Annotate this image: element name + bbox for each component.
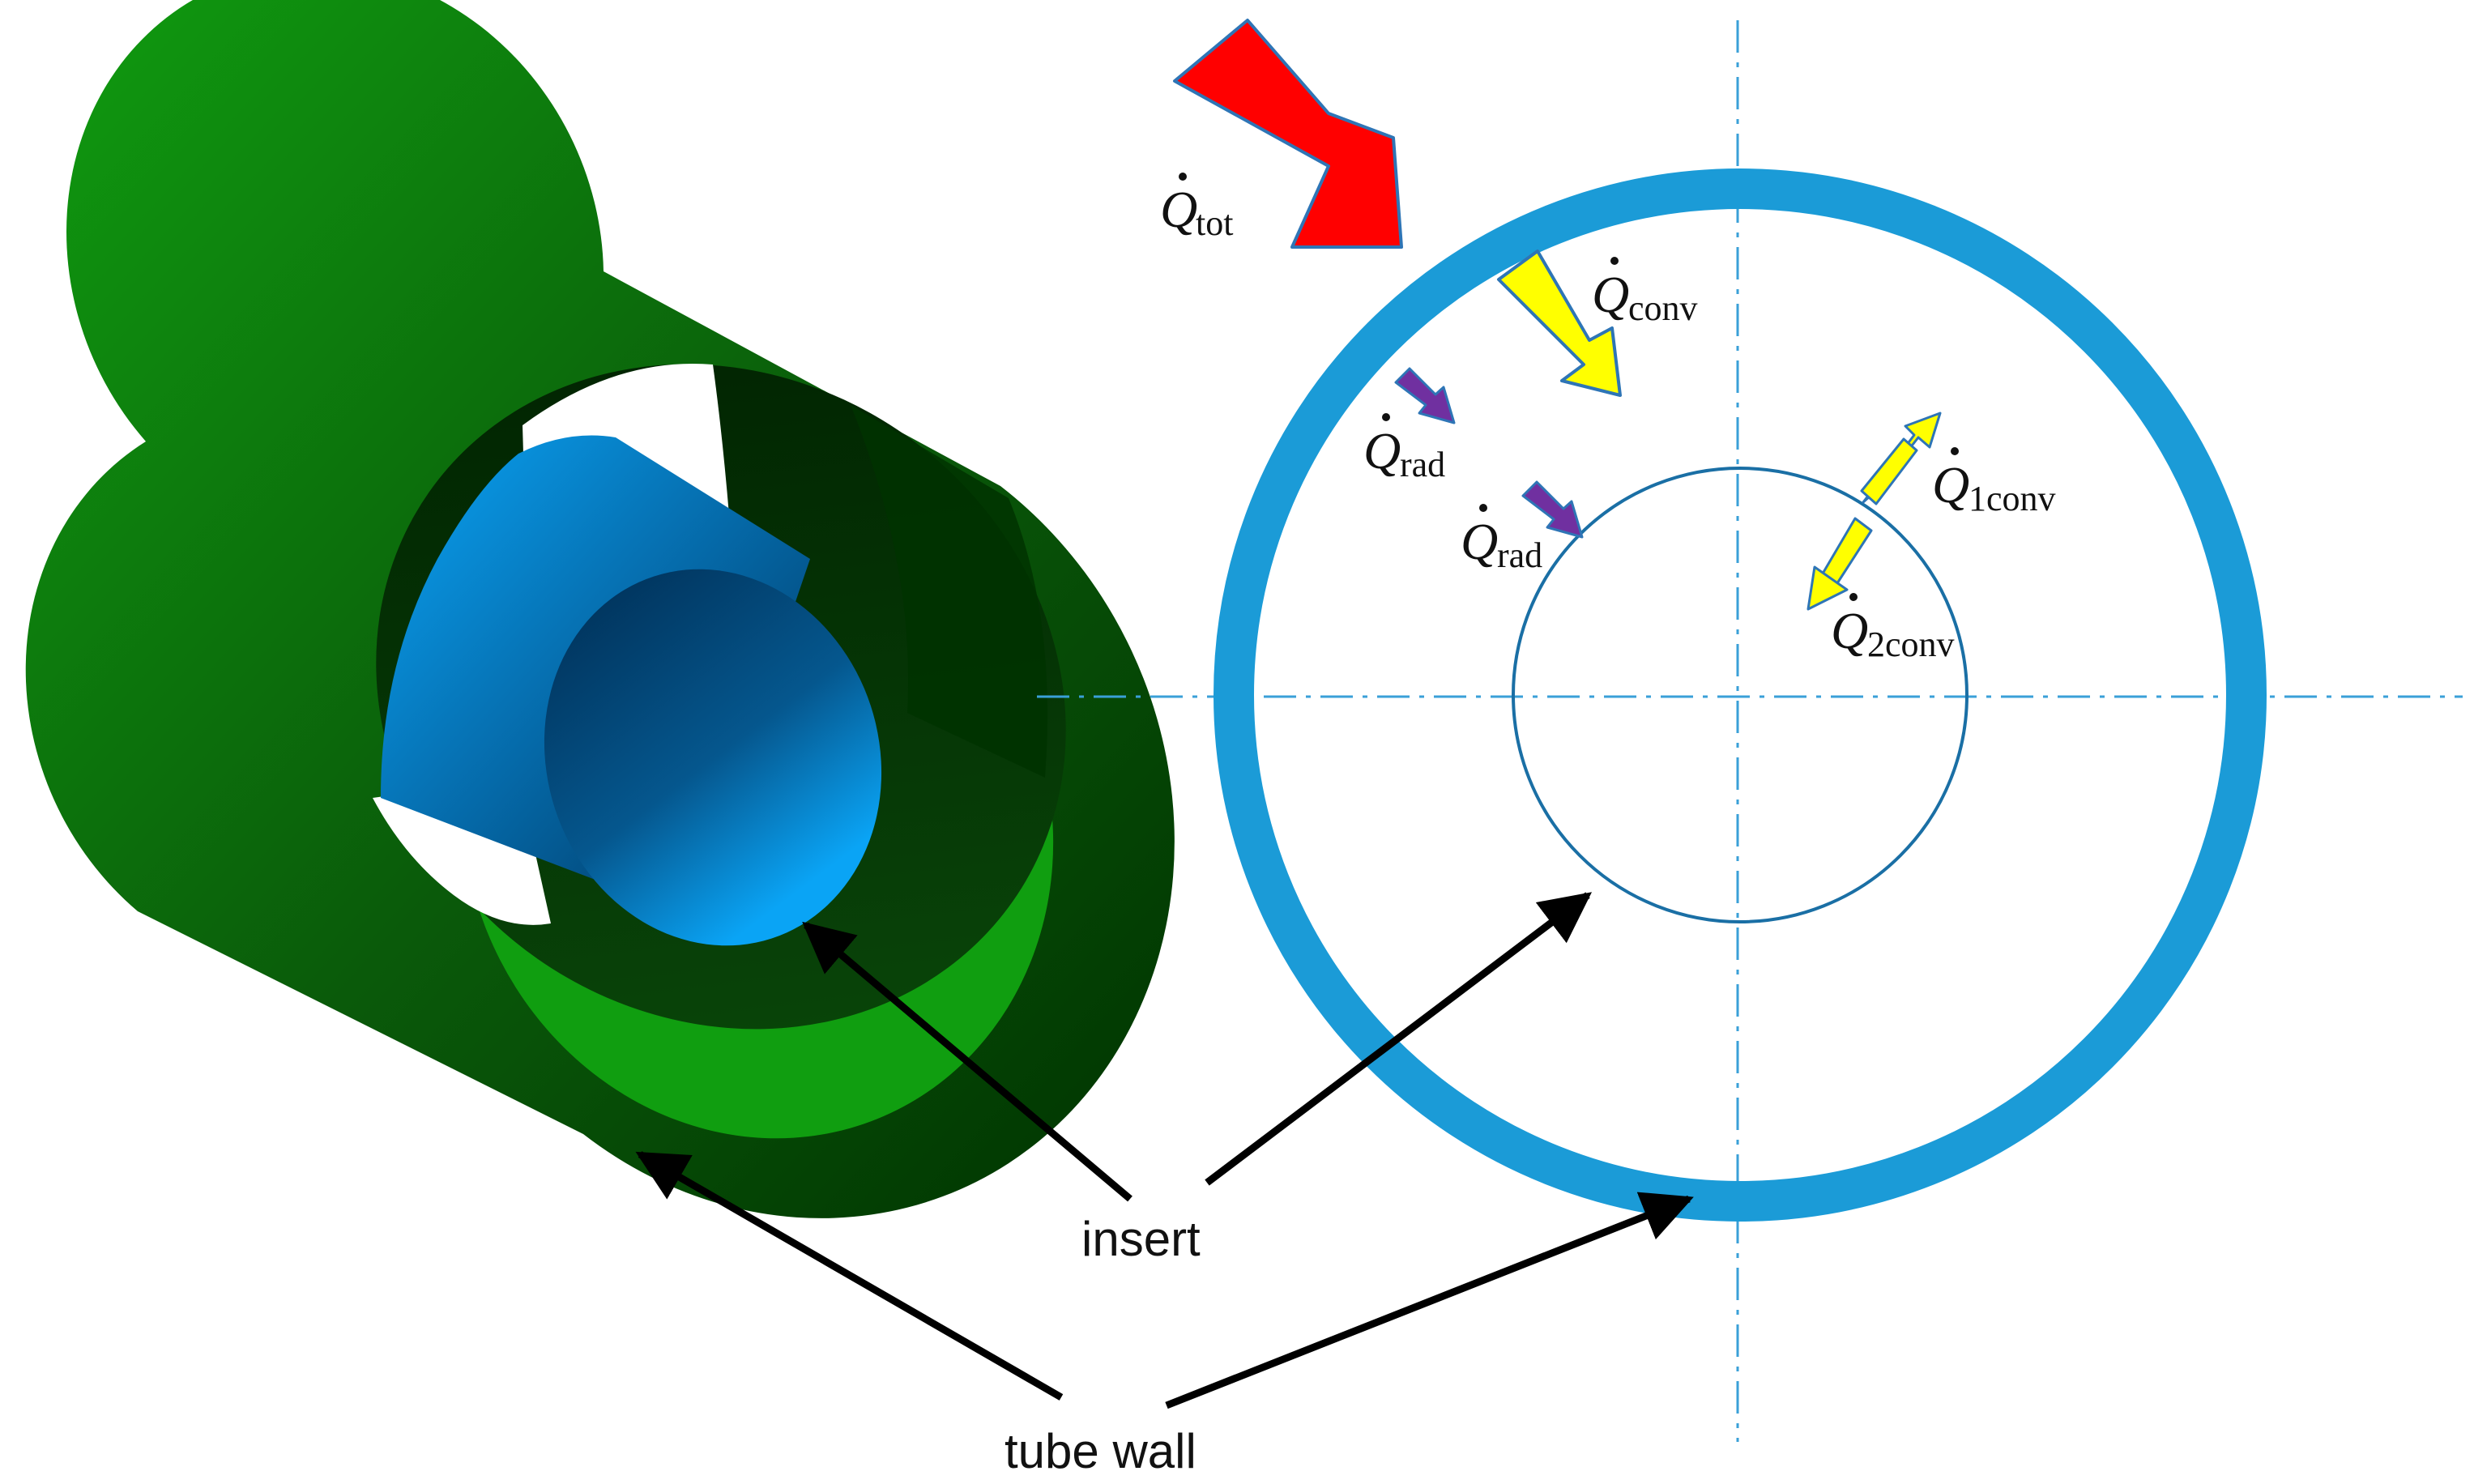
convection-heat-arrow xyxy=(1497,249,1622,397)
q-tot-dot xyxy=(1179,173,1187,181)
tube-3d-illustration xyxy=(25,0,1175,1218)
insert-label: insert xyxy=(1081,1212,1201,1266)
q-rad-wall-subscript: rad xyxy=(1400,445,1445,484)
label-q-1conv: Q 1conv xyxy=(1932,447,2056,518)
label-q-rad-insert: Q rad xyxy=(1461,504,1542,575)
insert-end-face xyxy=(544,569,882,946)
q-1conv-dot xyxy=(1951,447,1959,455)
convection-1-arrow-body xyxy=(1860,437,1918,505)
tube-wall-leader-right xyxy=(1165,1192,1694,1409)
tube-wall-ring xyxy=(1214,168,2267,1222)
q-tot-subscript: tot xyxy=(1196,203,1233,243)
insert-circle xyxy=(1512,467,1969,923)
total-heat-arrow xyxy=(1173,19,1403,249)
q-rad-wall-symbol: Q xyxy=(1363,422,1401,480)
q-rad-wall-dot xyxy=(1382,413,1390,421)
insert-leader-right xyxy=(1205,892,1593,1186)
leader-arrows xyxy=(635,892,1694,1409)
q-rad-insert-dot xyxy=(1479,504,1487,512)
q-rad-insert-symbol: Q xyxy=(1461,513,1498,570)
label-q-rad-wall: Q rad xyxy=(1363,413,1445,484)
q-1conv-subscript: 1conv xyxy=(1969,479,2056,518)
tube-wall-label: tube wall xyxy=(1005,1424,1196,1478)
tube-wall-leader-left xyxy=(635,1151,1064,1401)
convection-2-arrow-head xyxy=(1806,565,1849,611)
q-tot-symbol: Q xyxy=(1160,181,1197,238)
label-q-conv: Q conv xyxy=(1592,257,1698,328)
radiation-insert-arrow xyxy=(1521,480,1584,539)
radiation-wall-arrow xyxy=(1394,367,1456,424)
q-2conv-subscript: 2conv xyxy=(1867,625,1955,664)
tube-wall-dark-band xyxy=(851,405,1047,778)
insert-leader-left xyxy=(802,921,1132,1202)
convection-2-arrow-body xyxy=(1821,517,1873,585)
label-q-2conv: Q 2conv xyxy=(1831,593,1955,664)
q-2conv-symbol: Q xyxy=(1831,602,1868,659)
q-rad-insert-subscript: rad xyxy=(1497,535,1542,575)
label-q-tot: Q tot xyxy=(1160,173,1233,243)
q-1conv-symbol: Q xyxy=(1932,456,1969,514)
q-2conv-dot xyxy=(1849,593,1858,601)
q-conv-symbol: Q xyxy=(1592,266,1629,323)
cross-section: Q tot Q conv Q rad Q rad Q 1conv Q 2conv xyxy=(1037,19,2463,1442)
q-conv-dot xyxy=(1610,257,1619,265)
q-conv-subscript: conv xyxy=(1628,288,1698,328)
